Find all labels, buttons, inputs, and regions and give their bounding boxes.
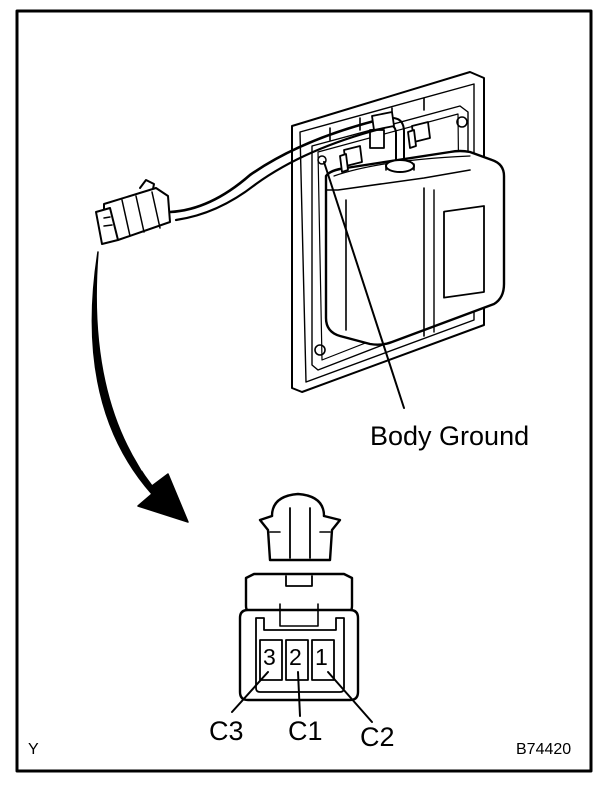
corner-label: Y (28, 741, 39, 758)
curved-arrow-icon (91, 251, 189, 523)
pin-3-number: 3 (263, 644, 276, 670)
connector-face (238, 492, 360, 702)
pin-cell-3 (259, 639, 283, 681)
pin-leader-lines (231, 671, 373, 723)
unit-body (324, 149, 506, 346)
wire-harness (168, 111, 395, 222)
body-ground-label: Body Ground (370, 421, 530, 451)
harness-connector (95, 179, 171, 245)
c1-leader-line (297, 671, 301, 717)
pin-2-number: 2 (289, 644, 302, 670)
pin-1-number: 1 (315, 644, 328, 670)
c3-label: C3 (209, 716, 244, 746)
c3-leader-line (231, 671, 269, 713)
pin-cell-2 (285, 639, 309, 681)
figure-code-label: B74420 (516, 741, 572, 758)
body-ground-leader-line (323, 161, 405, 409)
c2-leader-line (327, 671, 373, 723)
pin-cell-1 (311, 639, 335, 681)
c2-label: C2 (360, 722, 395, 752)
c1-label: C1 (288, 716, 323, 746)
